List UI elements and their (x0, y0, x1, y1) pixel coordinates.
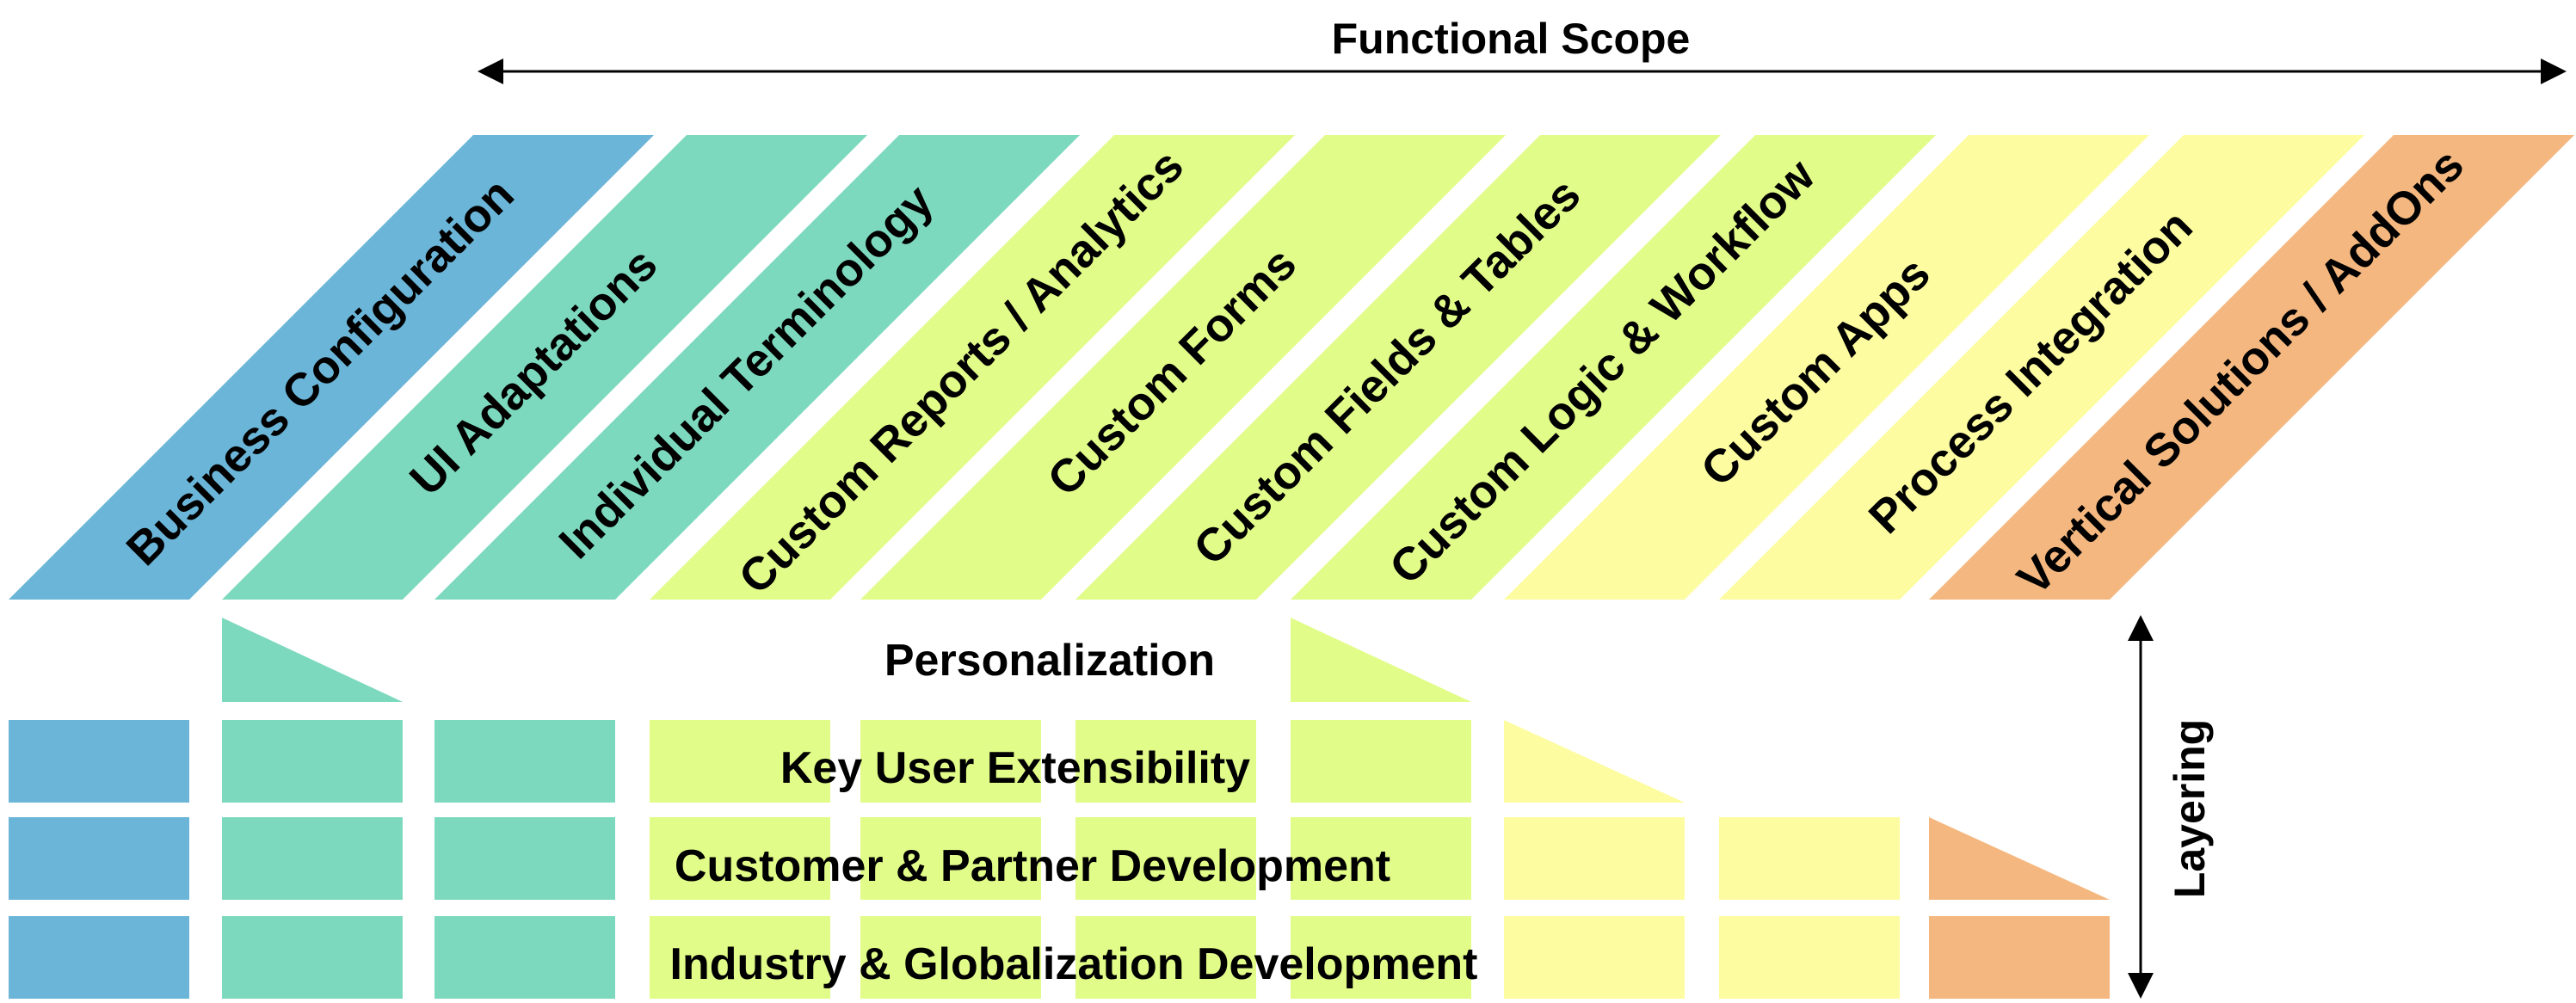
layer-start-triangle (1929, 817, 2110, 900)
layer-cell-ind-2 (434, 916, 615, 999)
layer-cell-ind-8 (1719, 916, 1900, 999)
column-shape (434, 135, 1080, 600)
layer-cell-key-6 (1291, 720, 1471, 803)
layer-labels: Personalization Key User Extensibility C… (670, 636, 1478, 989)
layer-label-key-user-extensibility: Key User Extensibility (780, 743, 1250, 793)
column-shape (650, 135, 1295, 600)
layer-cell-ind-7 (1504, 916, 1685, 999)
column-shape (9, 135, 654, 600)
layer-cell-ind-9 (1929, 916, 2110, 999)
layer-cell-key-3 (650, 720, 830, 803)
layer-cell-ind-0 (9, 916, 189, 999)
layer-cell-key-4 (860, 720, 1041, 803)
layer-cell-ind-5 (1075, 916, 1256, 999)
column-shape (860, 135, 1506, 600)
column-shape (222, 135, 867, 600)
layer-start-triangle (1504, 720, 1685, 803)
layer-grid (9, 618, 2110, 999)
layer-cell-cust-7 (1504, 817, 1685, 900)
layer-label-personalization: Personalization (884, 636, 1215, 686)
column-shape (1719, 135, 2364, 600)
layer-cell-cust-0 (9, 817, 189, 900)
layer-cell-cust-2 (434, 817, 615, 900)
column-shape (1075, 135, 1721, 600)
layer-cell-key-5 (1075, 720, 1256, 803)
layer-cell-cust-1 (222, 817, 403, 900)
layer-cell-ind-3 (650, 916, 830, 999)
layer-cell-cust-6 (1291, 817, 1471, 900)
layering-label: Layering (2166, 719, 2214, 898)
functional-scope-title: Functional Scope (1332, 15, 1691, 63)
column-shape (1291, 135, 1936, 600)
layer-cell-cust-4 (860, 817, 1041, 900)
scope-columns: Business Configuration UI Adaptations In… (9, 135, 2574, 605)
layer-cell-ind-4 (860, 916, 1041, 999)
layer-cell-cust-5 (1075, 817, 1256, 900)
column-shape (1504, 135, 2149, 600)
layer-start-triangle (222, 618, 403, 702)
layer-cell-key-1 (222, 720, 403, 803)
layer-start-triangle (1291, 618, 1471, 702)
layer-cell-ind-6 (1291, 916, 1471, 999)
layer-cell-key-0 (9, 720, 189, 803)
layer-label-customer-partner-development: Customer & Partner Development (675, 841, 1390, 891)
column-shape (1929, 135, 2574, 600)
layer-cell-key-2 (434, 720, 615, 803)
layer-label-industry-globalization-development: Industry & Globalization Development (670, 939, 1478, 989)
layer-cell-ind-1 (222, 916, 403, 999)
layer-cell-cust-3 (650, 817, 830, 900)
layer-cell-cust-8 (1719, 817, 1900, 900)
